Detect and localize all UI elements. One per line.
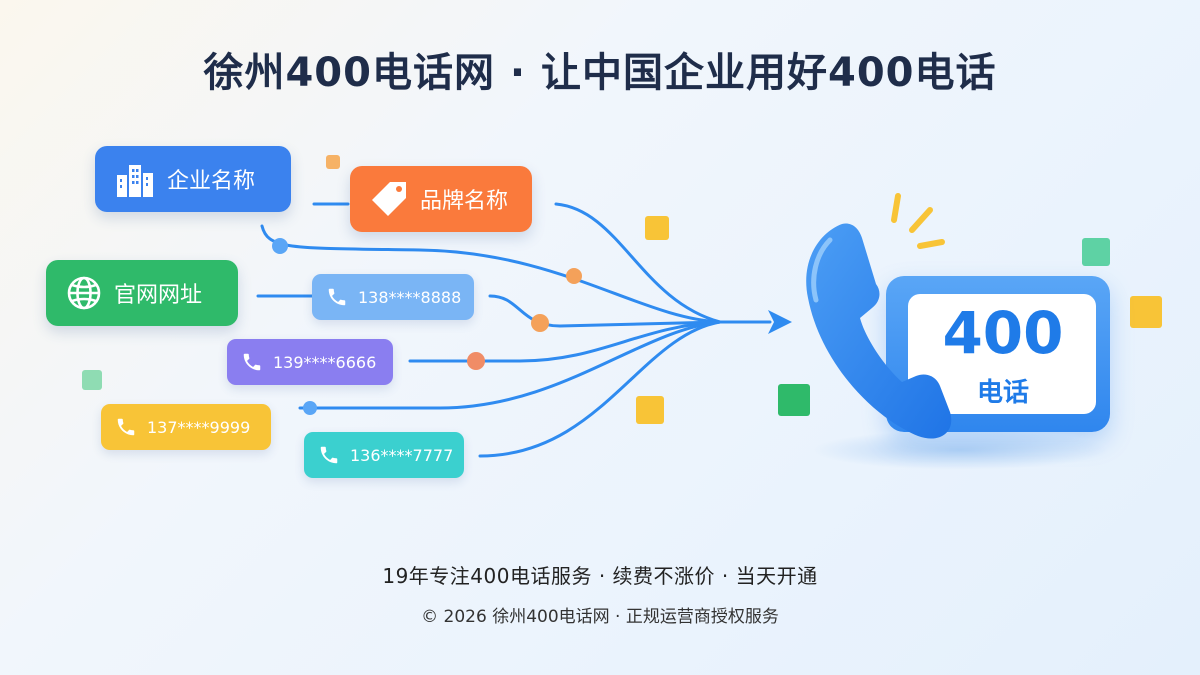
building-icon	[115, 161, 155, 197]
phone-number: 136****7777	[350, 445, 454, 465]
telephone-handset-icon	[806, 193, 952, 439]
phone-number: 137****9999	[147, 417, 251, 437]
tag-phone-139: 139****6666	[227, 339, 393, 385]
card-number: 400	[942, 299, 1064, 367]
tagline: 19年专注400电话服务 · 续费不涨价 · 当天开通	[382, 564, 818, 588]
decor-square	[636, 396, 664, 424]
decor-square	[326, 155, 340, 169]
tag-phone-137: 137****9999	[101, 404, 271, 450]
phone-number: 139****6666	[273, 352, 377, 372]
copyright: © 2026 徐州400电话网 · 正规运营商授权服务	[421, 607, 779, 627]
tag-label: 企业名称	[167, 169, 256, 194]
phone-icon	[115, 416, 137, 438]
tag-label: 官网网址	[114, 283, 203, 308]
phone-number: 138****8888	[358, 287, 462, 307]
globe-icon	[66, 275, 102, 311]
decor-square	[1130, 296, 1162, 328]
arrow-right-icon	[768, 310, 792, 334]
decor-square	[82, 370, 102, 390]
tag-company-name: 企业名称	[95, 146, 291, 212]
phone-shadow	[810, 430, 1110, 470]
decor-square	[645, 216, 669, 240]
tag-phone-138: 138****8888	[312, 274, 474, 320]
tag-label: 品牌名称	[420, 189, 509, 214]
tag-icon	[370, 180, 408, 218]
tag-brand-name: 品牌名称	[350, 166, 532, 232]
card-label: 电话	[976, 378, 1029, 408]
phone-400-illustration: 400 电话	[790, 180, 1130, 480]
tag-phone-136: 136****7777	[304, 432, 464, 478]
tag-website: 官网网址	[46, 260, 238, 326]
decor-square	[778, 384, 810, 416]
number-card	[886, 276, 1110, 432]
phone-icon	[326, 286, 348, 308]
phone-icon	[241, 351, 263, 373]
page-title: 徐州400电话网 · 让中国企业用好400电话	[203, 50, 997, 96]
phone-icon	[318, 444, 340, 466]
decor-square	[1082, 238, 1110, 266]
